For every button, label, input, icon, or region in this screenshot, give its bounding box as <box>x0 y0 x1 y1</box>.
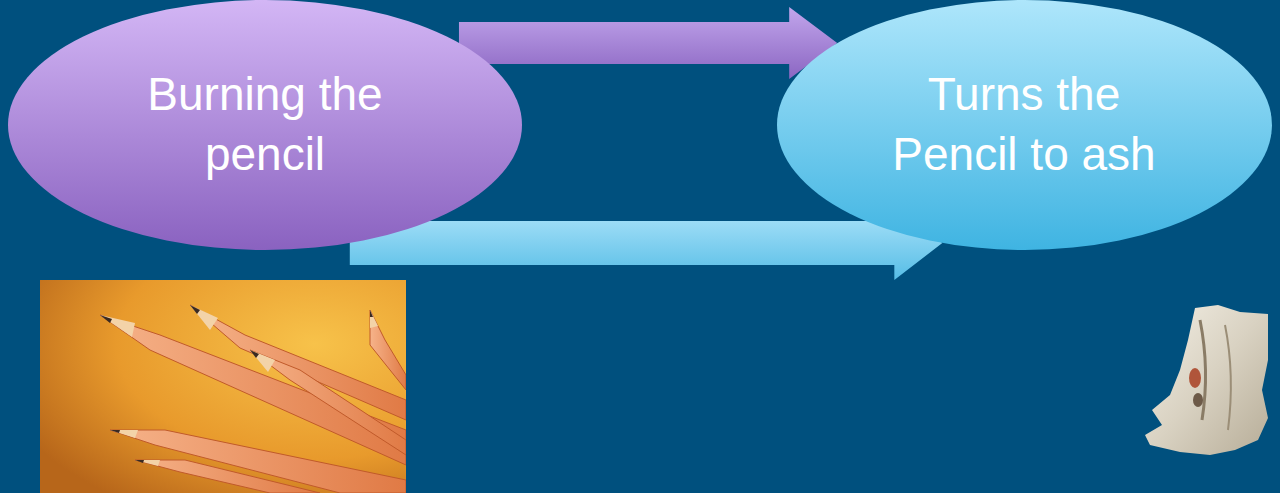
cause-ellipse: Burning the pencil <box>8 0 522 250</box>
effect-ellipse-fill <box>777 0 1272 250</box>
block-arrow <box>459 7 837 79</box>
effect-ellipse-outline <box>777 0 1272 250</box>
pencils-photo <box>40 280 406 493</box>
cause-ellipse-outline <box>8 0 522 250</box>
node-text: Turns the Pencil to ash <box>864 65 1184 185</box>
cause-ellipse-fill <box>8 0 522 250</box>
node-text: Burning the pencil <box>105 65 425 185</box>
ash-picture <box>1140 300 1272 460</box>
effect-ellipse: Turns the Pencil to ash <box>777 0 1272 250</box>
